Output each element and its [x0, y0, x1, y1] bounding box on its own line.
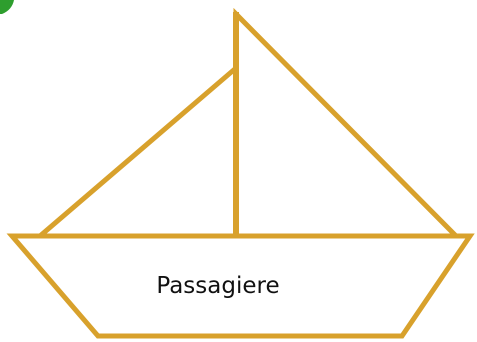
hull-label: Passagiere: [156, 273, 279, 299]
left-sail: [40, 68, 236, 236]
corner-mark: [0, 0, 14, 14]
right-sail: [236, 14, 456, 236]
